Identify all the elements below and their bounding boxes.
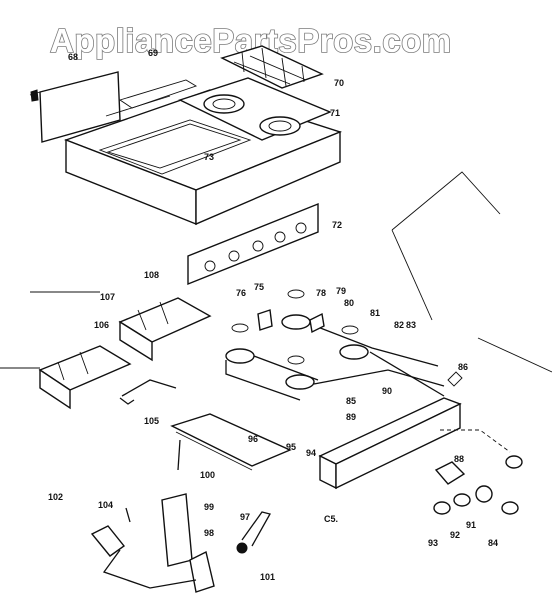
label-98: 98 bbox=[204, 528, 214, 538]
label-73: 73 bbox=[204, 152, 214, 162]
watermark-text: AppliancePartsPros.com bbox=[50, 22, 452, 59]
regulator-assembly bbox=[90, 493, 271, 593]
label-100: 100 bbox=[200, 470, 215, 480]
label-92: 92 bbox=[450, 530, 460, 540]
label-84: 84 bbox=[488, 538, 498, 548]
label-69: 69 bbox=[148, 48, 158, 58]
label-102: 102 bbox=[48, 492, 63, 502]
label-108: 108 bbox=[144, 270, 159, 280]
burner-brackets bbox=[38, 297, 212, 410]
label-101: 101 bbox=[260, 572, 275, 582]
manifold bbox=[318, 371, 463, 490]
label-71: 71 bbox=[330, 108, 340, 118]
burner-assembly bbox=[225, 289, 445, 401]
label-82: 82 bbox=[394, 320, 404, 330]
label-85: 85 bbox=[346, 396, 356, 406]
label-75: 75 bbox=[254, 282, 264, 292]
label-97: 97 bbox=[240, 512, 250, 522]
burner-plate bbox=[178, 77, 332, 141]
label-91: 91 bbox=[466, 520, 476, 530]
label-89: 89 bbox=[346, 412, 356, 422]
back-panel bbox=[29, 71, 121, 143]
label-68: 68 bbox=[68, 52, 78, 62]
label-88: 88 bbox=[454, 454, 464, 464]
label-81: 81 bbox=[370, 308, 380, 318]
label-78: 78 bbox=[316, 288, 326, 298]
label-96: 96 bbox=[248, 434, 258, 444]
label-95: 95 bbox=[286, 442, 296, 452]
label-90: 90 bbox=[382, 386, 392, 396]
label-76: 76 bbox=[236, 288, 246, 298]
label-99: 99 bbox=[204, 502, 214, 512]
burner-grate bbox=[220, 45, 324, 89]
label-94: 94 bbox=[306, 448, 316, 458]
label-86: 86 bbox=[458, 362, 468, 372]
control-panel bbox=[187, 202, 319, 286]
label-106: 106 bbox=[94, 320, 109, 330]
label-79: 79 bbox=[336, 286, 346, 296]
label-107: 107 bbox=[100, 292, 115, 302]
burner-shield bbox=[170, 413, 292, 471]
label-93: 93 bbox=[428, 538, 438, 548]
label-80: 80 bbox=[344, 298, 354, 308]
label-70: 70 bbox=[334, 78, 344, 88]
label-c5: C5. bbox=[324, 514, 338, 524]
label-83: 83 bbox=[406, 320, 416, 330]
label-104: 104 bbox=[98, 500, 113, 510]
part-number-labels: 68 69 70 71 72 73 75 76 78 79 80 81 82 8… bbox=[48, 48, 498, 582]
label-72: 72 bbox=[332, 220, 342, 230]
valve-and-knobs bbox=[433, 429, 523, 515]
label-105: 105 bbox=[144, 416, 159, 426]
